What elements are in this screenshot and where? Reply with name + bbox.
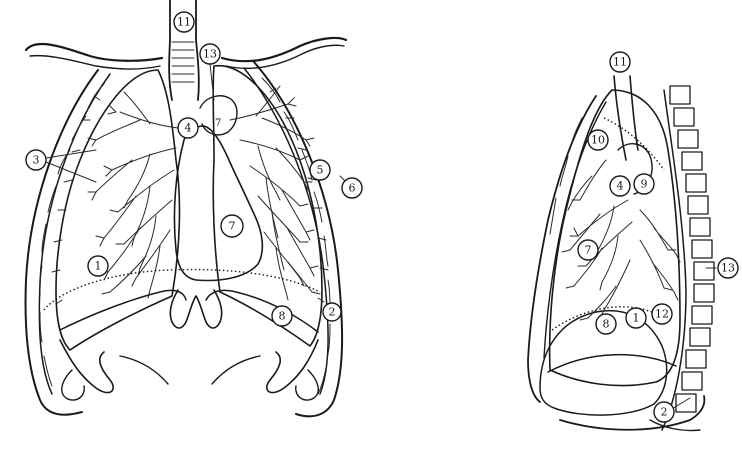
callout-f1: 1: [88, 256, 108, 276]
vertebra: [688, 196, 708, 214]
callout-l11: 11: [610, 52, 630, 72]
callout-label: 1: [633, 312, 640, 325]
callout-l1: 1: [626, 308, 646, 328]
callout-f7: 7: [221, 215, 243, 237]
callout-l12: 12: [652, 304, 672, 324]
frontal-view: 7 11 13 4 3 5 6 7: [26, 0, 362, 416]
vertebra: [682, 372, 702, 390]
trachea-right-wall: [196, 0, 199, 100]
callout-l4: 4: [610, 176, 630, 196]
left-hemidiaphragm: [60, 290, 186, 330]
callout-label: 13: [721, 262, 735, 275]
vertebra: [692, 240, 712, 258]
vertebra: [690, 328, 710, 346]
lateral-lower-outline: [560, 396, 704, 430]
left-chest-wall-outer: [26, 70, 98, 415]
callout-label: 11: [613, 56, 627, 69]
callout-label: 3: [33, 154, 40, 167]
left-pulmonary-vasculature: [52, 92, 178, 304]
diaphragm-dotted-line: [44, 270, 320, 310]
callout-label: 10: [591, 134, 605, 147]
vertebra: [692, 306, 712, 324]
vertebra: [678, 130, 698, 148]
vertebra: [674, 108, 694, 126]
callout-label: 4: [185, 122, 192, 135]
vertebra: [676, 394, 696, 412]
right-hemidiaphragm: [206, 290, 318, 332]
callout-3-leader-lower: [46, 162, 96, 182]
callout-l2: 2: [654, 402, 674, 422]
callout-f4: 4: [178, 118, 198, 138]
callout-label: 11: [177, 16, 191, 29]
vertebra: [694, 284, 714, 302]
callout-f11: 11: [174, 12, 194, 32]
vertebra: [682, 152, 702, 170]
callout-label: 8: [603, 318, 610, 331]
callout-label: 12: [655, 308, 669, 321]
callout-l13: 13: [718, 258, 738, 278]
callout-label: 13: [203, 48, 217, 61]
lateral-diaphragm: [548, 355, 676, 372]
callout-l7: 7: [578, 240, 598, 260]
callout-f13: 13: [200, 44, 220, 64]
right-clavicle: [222, 38, 346, 61]
callout-label: 2: [329, 306, 336, 319]
vertebra: [686, 350, 706, 368]
callout-label: 5: [317, 164, 324, 177]
callout-label: 6: [349, 182, 356, 195]
callout-l9: 9: [634, 174, 654, 194]
right-lung-outline: [213, 66, 322, 346]
lateral-trachea: [614, 76, 638, 160]
left-lower-curve-2: [120, 356, 168, 384]
callout-label: 9: [641, 178, 648, 191]
vertebra: [694, 262, 714, 280]
callout-f2: 2: [323, 303, 341, 321]
callout-label: 8: [279, 310, 286, 323]
trachea-rings: [172, 42, 194, 82]
callout-label: 2: [661, 406, 668, 419]
aortic-inline-mark: 7: [215, 118, 221, 129]
diaphragm-crura: [170, 290, 221, 328]
callout-label: 7: [585, 244, 592, 257]
callout-label: 7: [229, 220, 236, 233]
callout-f8: 8: [272, 306, 292, 326]
right-lower-curve-2: [212, 356, 260, 384]
right-costophrenic-region: [267, 340, 318, 393]
lateral-view: 11 10 4 9 7 13 1 12: [528, 52, 738, 431]
callout-label: 1: [95, 260, 102, 273]
vertebra: [686, 174, 706, 192]
callout-label: 4: [617, 180, 624, 193]
callout-f5: 5: [310, 160, 330, 180]
vertebra: [690, 218, 710, 236]
callout-f3: 3: [26, 150, 46, 170]
vertebra: [670, 86, 690, 104]
callout-l8: 8: [596, 314, 616, 334]
callout-f6: 6: [342, 178, 362, 198]
left-clavicle: [26, 44, 162, 61]
right-clavicle-lower-edge: [226, 45, 344, 68]
sternal-segments: [550, 118, 582, 234]
heart-silhouette: [174, 126, 262, 280]
thoracic-vertebrae: [670, 86, 714, 412]
callout-l10: 10: [588, 130, 608, 150]
